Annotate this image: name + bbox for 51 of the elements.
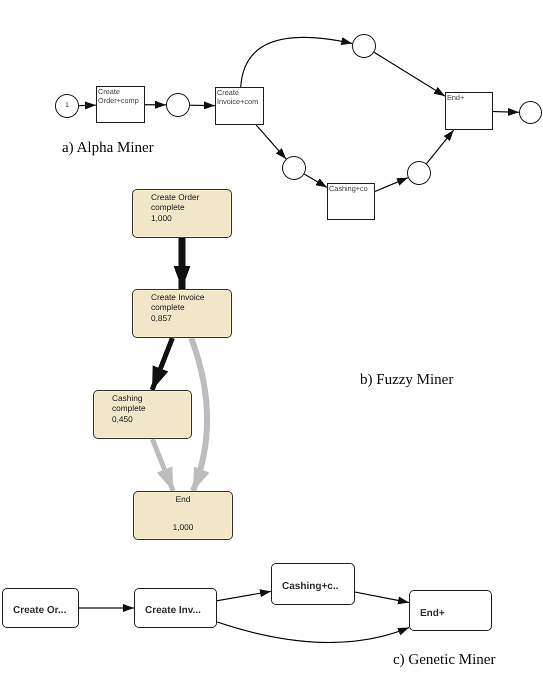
node-label: Create Or... (13, 605, 68, 617)
node-label: Cashing+c.. (282, 581, 340, 593)
transition-box (215, 87, 264, 125)
arrow (426, 130, 454, 164)
activity-box (134, 588, 217, 628)
node-label: Cashing complete (112, 394, 147, 414)
arrow (256, 124, 287, 160)
transition-box (445, 92, 493, 130)
place-circle (519, 101, 542, 124)
node-label: Create Inv... (145, 605, 202, 617)
node-label: 1,000 (151, 214, 173, 224)
node-label: End+ (420, 608, 446, 620)
activity-box (93, 390, 192, 439)
arrow (374, 177, 408, 192)
arrow (78, 102, 96, 110)
arrow (216, 621, 410, 643)
caption: a) Alpha Miner (62, 140, 154, 157)
arrow (188, 337, 210, 492)
place-circle (166, 93, 190, 117)
arrow (374, 52, 446, 97)
arrow (150, 337, 175, 391)
arrow (354, 592, 410, 604)
activity-box (2, 588, 79, 628)
place-circle (352, 34, 376, 58)
place-circle (407, 161, 431, 185)
activity-box (132, 289, 232, 338)
arrow (190, 101, 215, 110)
node-label: 0,857 (151, 314, 173, 324)
activity-box (132, 189, 232, 238)
arrow (145, 100, 166, 109)
arrow (150, 438, 176, 492)
arrow (174, 238, 190, 289)
node-label: 1,000 (172, 523, 194, 533)
arrow (79, 604, 134, 612)
caption: b) Fuzzy Miner (360, 372, 454, 389)
arrow (304, 174, 328, 188)
caption: c) Genetic Miner (393, 652, 496, 669)
node-label: Create Invoice complete (151, 293, 206, 313)
transition-box (96, 86, 145, 123)
activity-box (133, 491, 233, 540)
activity-box (409, 590, 492, 631)
arrow (216, 589, 272, 602)
activity-box (271, 563, 355, 605)
place-circle (55, 94, 79, 118)
place-circle (282, 156, 306, 180)
node-label: End (176, 495, 190, 505)
transition-box (327, 183, 375, 220)
node-label: 0,450 (112, 414, 134, 425)
node-label: Create Order complete (151, 193, 200, 213)
arrow (240, 36, 352, 88)
arrow (492, 108, 520, 116)
